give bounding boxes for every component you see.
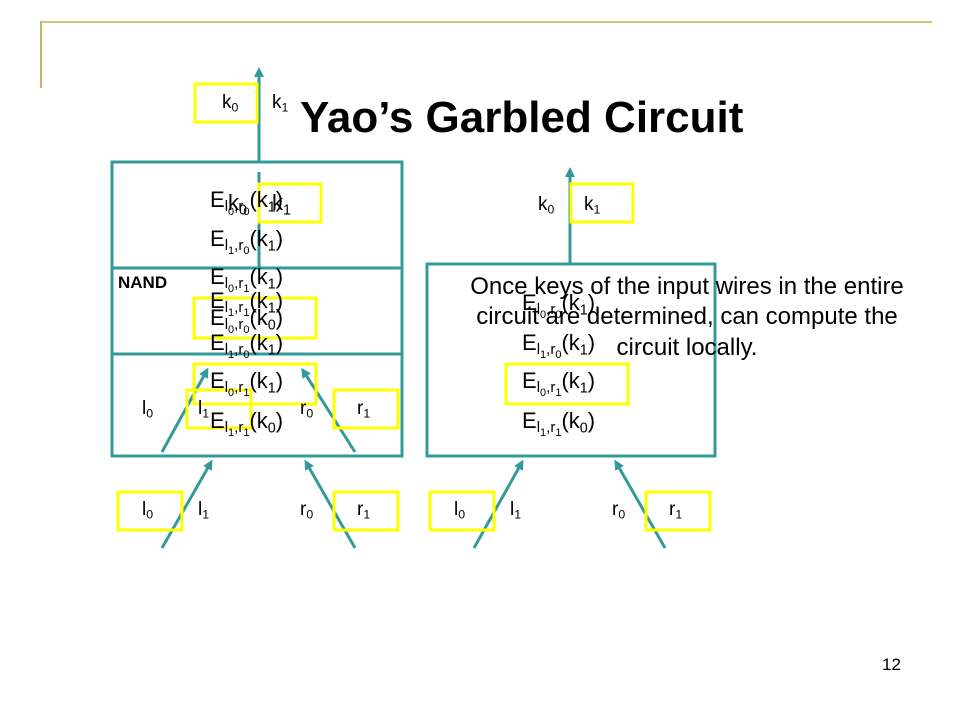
right-k1-output-highlight [569, 182, 635, 224]
left-input-r0-label: r0 [300, 499, 314, 522]
left-table-row-6: El1,r0(k1) [210, 330, 284, 361]
left-table-row-7: El0,r1(k1) [210, 368, 284, 399]
left-inner-wire-a [160, 367, 209, 453]
page-number: 12 [882, 655, 901, 674]
left-table-row-3: El0,r1(k1) [210, 264, 284, 295]
left-table-row-2: El1,r0(k1) [210, 226, 284, 257]
right-l0-input-highlight [428, 490, 496, 532]
left-row-highlight-2 [192, 362, 318, 406]
left-k0-output-highlight [193, 82, 259, 124]
right-input-l1-label: l1 [510, 499, 522, 522]
gate-label: NAND [118, 273, 168, 292]
left-gate-box-top [110, 160, 404, 270]
left-input-l1-label: l1 [198, 499, 210, 522]
slide-title: Yao’s Garbled Circuit [300, 93, 744, 142]
explanation-note: Once keys of the input wires in the enti… [470, 273, 904, 361]
right-input-l0-label: l0 [454, 499, 466, 522]
right-row-highlight [504, 362, 630, 406]
left-input-wire-r [304, 459, 357, 549]
left-inner-r1-label: r1 [357, 398, 371, 421]
left-table-row-1: El0,r0(k1) [210, 187, 284, 218]
right-table-row-3: El0,r1(k1) [522, 368, 596, 399]
right-input-wire-l [472, 459, 524, 549]
left-r1-inner-highlight [332, 388, 400, 430]
right-output-k0-label: k0 [538, 194, 555, 217]
left-l0-input-highlight [116, 490, 184, 532]
right-table-row-4: El1,r1(k0) [522, 408, 596, 439]
left-inner-l1-label: l1 [198, 398, 210, 421]
left-output-k1-label: k1 [272, 92, 289, 115]
left-table-row-4: El1,r1(k1) [210, 288, 284, 319]
left-gate-box-bottom [110, 352, 404, 458]
left-inner-l0-label: l0 [142, 398, 154, 421]
left-r1-input-highlight [332, 490, 400, 532]
left-gate-k-overlap-2: k1 [272, 190, 291, 219]
left-input-r1-label: r1 [357, 499, 371, 522]
right-input-wire-r [614, 459, 667, 549]
right-input-r0-label: r0 [612, 499, 626, 522]
left-inner-r0-label: r0 [300, 398, 314, 421]
right-table-row-2: El1,r0(k1) [522, 330, 596, 361]
right-output-k1-label: k1 [584, 194, 601, 217]
left-l1-inner-highlight [185, 388, 253, 430]
right-table-row-1: El0,r0(k1) [522, 290, 596, 321]
right-input-r1-label: r1 [669, 499, 683, 522]
left-input-wire-l [160, 459, 213, 549]
left-row-highlight-1 [192, 296, 318, 340]
left-inner-wire-b [301, 367, 357, 453]
left-input-l0-label: l0 [142, 499, 154, 522]
left-table-row-5: El0,r0(k0) [210, 305, 284, 336]
left-output-k0-label: k0 [222, 92, 239, 115]
left-table-row-8: El1,r1(k0) [210, 408, 284, 439]
right-r1-input-highlight [644, 490, 712, 532]
left-gate-k-overlap: k0 [228, 190, 247, 219]
left-gate-k-highlight [257, 182, 323, 224]
